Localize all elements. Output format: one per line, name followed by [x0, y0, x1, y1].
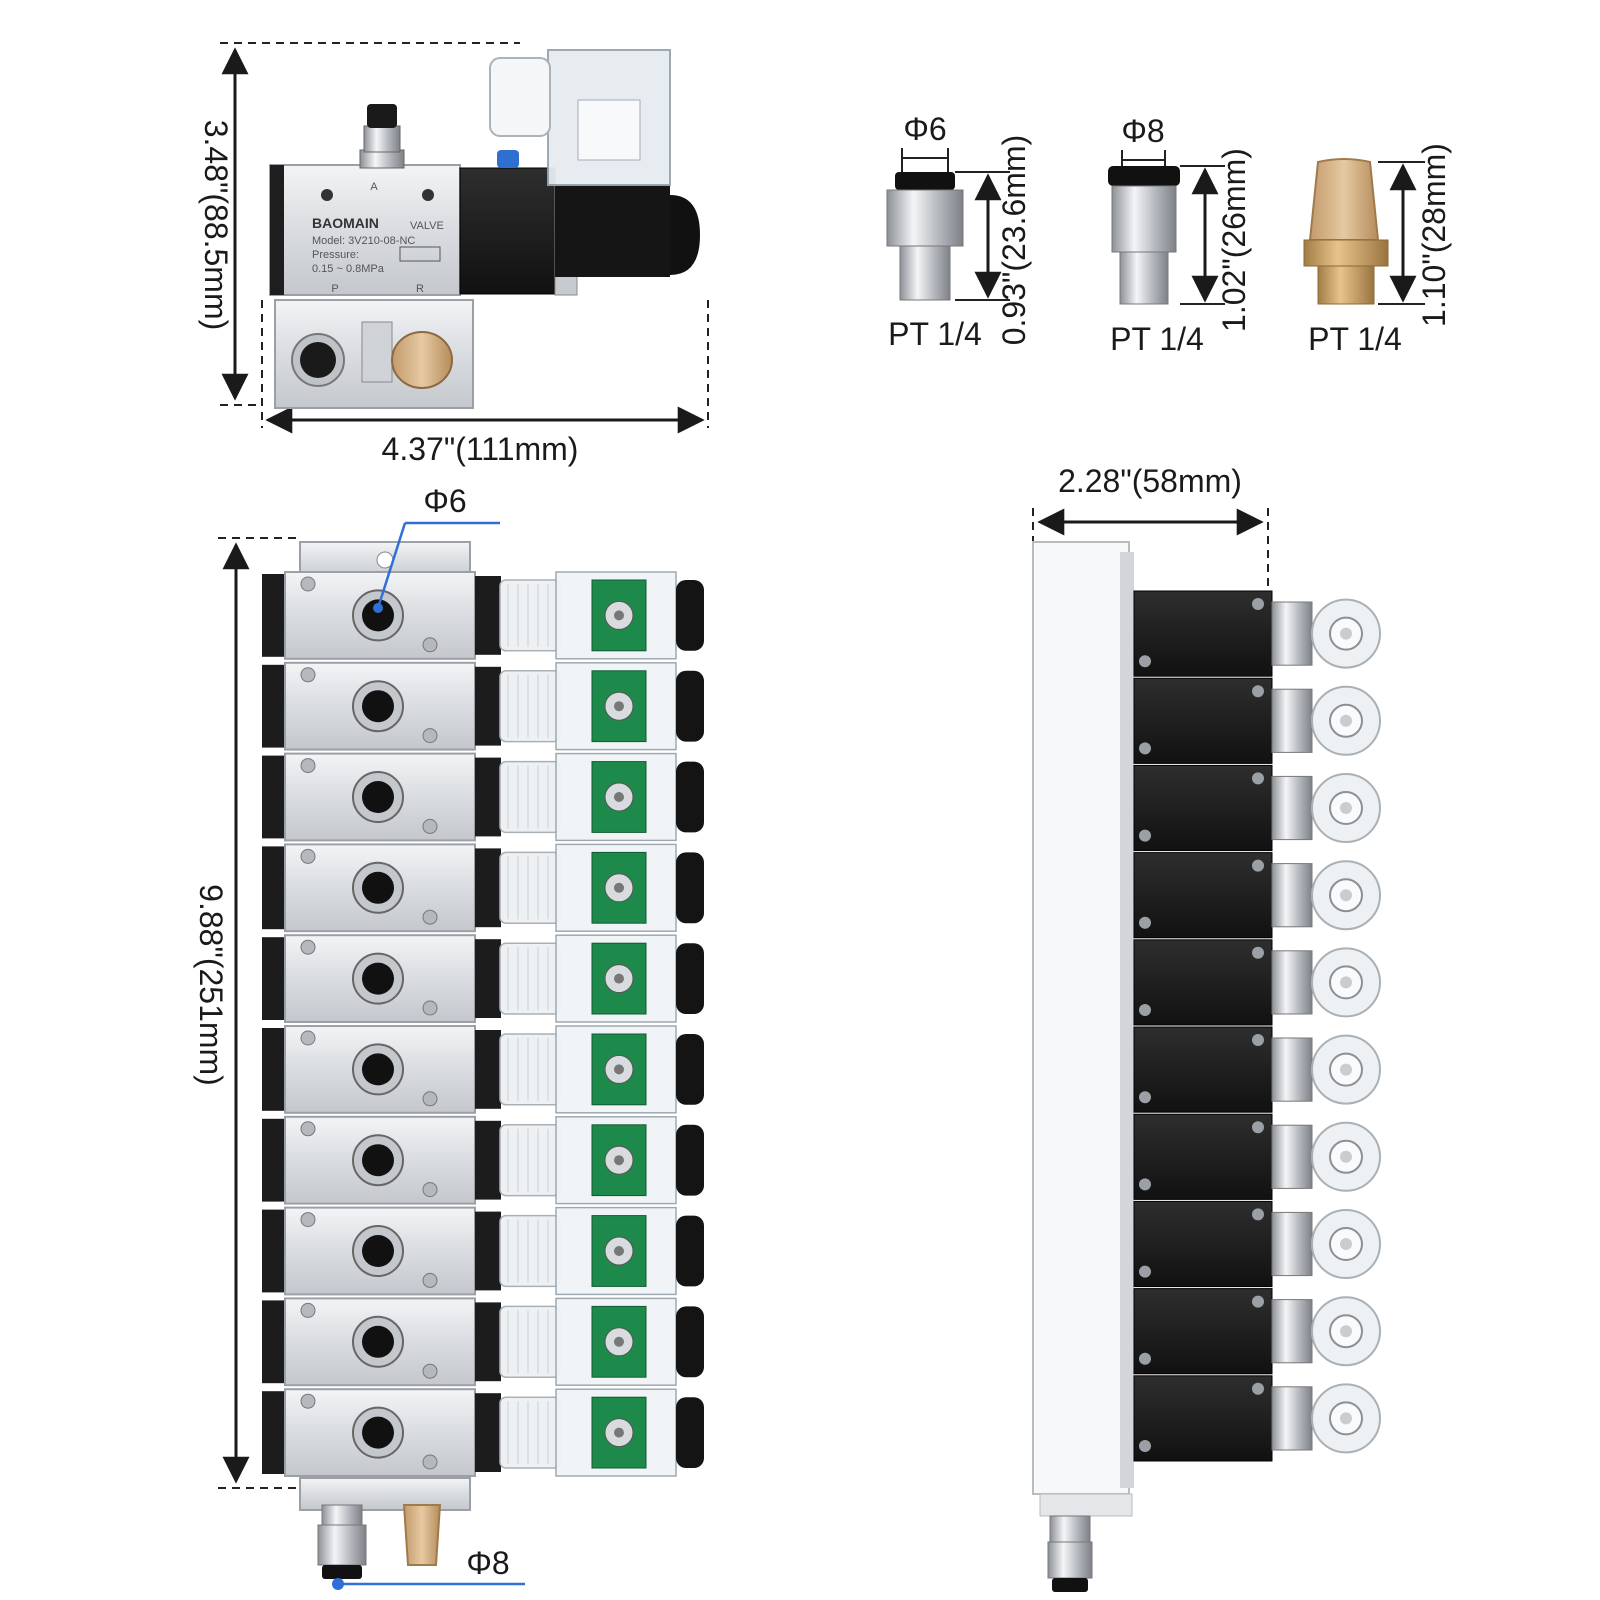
front-valve-unit — [262, 752, 704, 842]
side-valve-unit — [1133, 1113, 1381, 1200]
valve-body — [269, 164, 461, 296]
side-valve-stack — [1133, 590, 1381, 1462]
side-valve-unit — [1133, 1026, 1381, 1113]
single-valve-view: 3.48"(88.5mm) 4.37"(111mm) A BAOMAIN VAL… — [198, 42, 709, 467]
front-valve-unit — [262, 934, 704, 1024]
fitting-2-diameter: Φ8 — [1121, 113, 1164, 149]
side-valve-unit — [1133, 1200, 1381, 1288]
inlet-diameter-label: Φ8 — [466, 1545, 509, 1581]
side-valve-unit — [1133, 939, 1381, 1026]
manifold-plate — [1032, 541, 1130, 1495]
side-valve-unit — [1133, 677, 1381, 764]
fitting-muffler: 1.10"(28mm) PT 1/4 — [1303, 143, 1452, 357]
front-valve-unit — [262, 1115, 704, 1205]
side-valve-unit — [1133, 852, 1381, 939]
fitting-2-thread: PT 1/4 — [1110, 321, 1204, 357]
port-a-label: A — [370, 181, 378, 193]
fitting-3-length: 1.10"(28mm) — [1416, 143, 1452, 327]
front-valve-unit — [262, 1206, 704, 1296]
side-valve-unit — [1133, 590, 1381, 677]
fitting-1-diameter: Φ6 — [903, 111, 946, 147]
pressure-range-label: 0.15 ~ 0.8MPa — [312, 263, 385, 275]
port-p-label: P — [331, 283, 338, 295]
front-valve-unit — [262, 1297, 704, 1387]
valve-word-label: VALVE — [410, 220, 444, 232]
brand-label: BAOMAIN — [312, 215, 379, 231]
fitting-3-thread: PT 1/4 — [1308, 321, 1402, 357]
fitting-phi6: Φ6 0.93"(23.6mm) PT 1/4 — [886, 111, 1032, 352]
side-valve-unit — [1133, 1375, 1381, 1462]
side-depth-label: 2.28"(58mm) — [1058, 463, 1242, 499]
port-r-label: R — [416, 283, 424, 295]
front-valve-unit — [262, 661, 704, 751]
side-valve-unit — [1133, 1288, 1381, 1375]
front-valve-unit — [262, 1025, 704, 1114]
manifold-height-label: 9.88"(251mm) — [193, 884, 229, 1086]
manifold-side-view: 2.28"(58mm) — [1032, 463, 1381, 1592]
front-valve-unit — [262, 571, 704, 660]
valve-width-label: 4.37"(111mm) — [382, 431, 579, 467]
fitting-phi8: Φ8 1.02"(26mm) PT 1/4 — [1108, 113, 1252, 357]
model-label: Model: 3V210-08-NC — [312, 235, 415, 247]
fitting-1-thread: PT 1/4 — [888, 316, 982, 352]
fitting-2-length: 1.02"(26mm) — [1216, 148, 1252, 332]
valve-height-label: 3.48"(88.5mm) — [198, 120, 234, 331]
fitting-group: Φ6 0.93"(23.6mm) PT 1/4 Φ8 1.02"(26 — [886, 111, 1452, 357]
connector-cap — [547, 49, 671, 186]
pressure-label: Pressure: — [312, 249, 359, 261]
manifold-front-view: 9.88"(251mm) Φ6 Φ8 — [193, 483, 704, 1590]
fitting-1-length: 0.93"(23.6mm) — [996, 135, 1032, 346]
front-valve-stack — [262, 571, 704, 1477]
outlet-diameter-label: Φ6 — [423, 483, 466, 519]
front-valve-unit — [262, 1388, 704, 1477]
side-valve-unit — [1133, 764, 1381, 852]
solenoid-coil — [459, 167, 556, 295]
front-valve-unit — [262, 843, 704, 933]
muffler-icon — [391, 331, 453, 389]
